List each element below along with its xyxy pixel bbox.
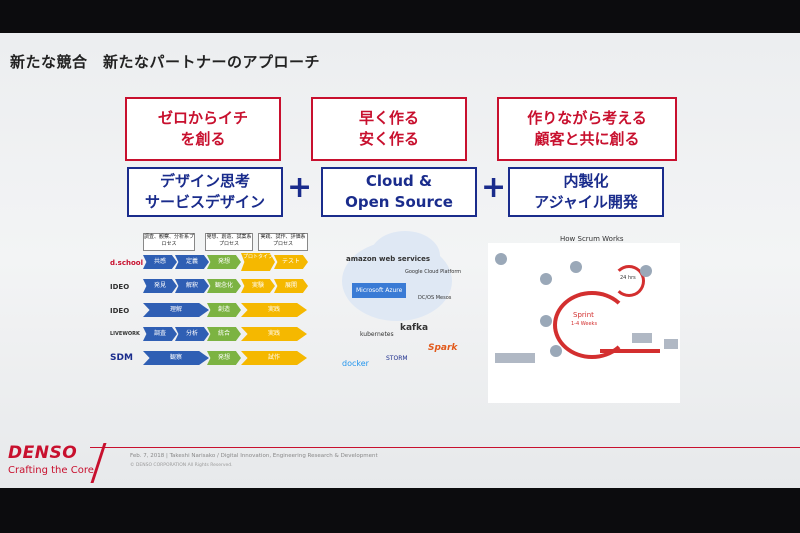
cell: 実験: [241, 279, 275, 293]
daily-cycle-icon: [613, 265, 645, 297]
footer-copyright: © DENSO CORPORATION All Rights Reserved.: [130, 463, 233, 468]
plus-sign-1: +: [287, 170, 313, 205]
blue-box-1-line2: サービスデザイン: [144, 193, 265, 211]
blue-box-design-thinking: デザイン思考 サービスデザイン: [127, 167, 283, 217]
cell: 試作: [241, 351, 307, 365]
process-header-1: 調査、観察、分析系プロセス: [143, 233, 195, 251]
person-icon: [540, 273, 552, 285]
row-logo-ideo-1: IDEO: [110, 283, 130, 291]
red-box-2-line1: 早く作る: [358, 109, 419, 127]
arrow-icon: [600, 349, 660, 353]
person-icon: [570, 261, 582, 273]
blue-box-3-line2: アジャイル開発: [534, 193, 638, 211]
cell: 観察: [143, 351, 209, 365]
scrum-title: How Scrum Works: [560, 235, 624, 243]
cell: 調査: [143, 327, 177, 341]
cell: 発想: [207, 255, 241, 269]
cell: 実践: [241, 327, 307, 341]
red-box-fast-cheap: 早く作る 安く作る: [311, 97, 467, 161]
backlog-icon: [495, 353, 535, 363]
person-icon: [550, 345, 562, 357]
footer-line: [90, 447, 800, 448]
cell: 展開: [274, 279, 308, 293]
cell: 理解: [143, 303, 209, 317]
blue-box-1-line1: デザイン思考: [159, 172, 250, 190]
kafka-logo: kafka: [400, 323, 429, 333]
increment-icon: [664, 339, 678, 349]
process-header-3: 実践、試作、評価系プロセス: [258, 233, 308, 251]
blue-box-2-line2: Open Source: [345, 193, 453, 211]
blue-box-3-line1: 内製化: [563, 172, 609, 190]
row-logo-dschool: d.school: [110, 259, 143, 267]
red-box-cocreate: 作りながら考える 顧客と共に創る: [497, 97, 677, 161]
row-logo-livework: LIVEWORK: [110, 331, 140, 337]
blue-box-2-line1: Cloud &: [365, 172, 433, 190]
red-box-3-line1: 作りながら考える: [527, 109, 647, 127]
cell: 創造: [207, 303, 241, 317]
red-box-zero-to-one: ゼロからイチ を創る: [125, 97, 281, 161]
cell: 定義: [175, 255, 209, 269]
storm-logo: STORM: [386, 355, 408, 362]
azure-logo: Microsoft Azure: [352, 283, 407, 298]
aws-logo: amazon web services: [346, 255, 431, 263]
row-logo-sdm: SDM: [110, 353, 133, 363]
row-logo-ideo-2: IDEO: [110, 307, 130, 315]
cell: 分析: [175, 327, 209, 341]
person-icon: [495, 253, 507, 265]
red-box-2-line2: 安く作る: [358, 130, 419, 148]
blue-box-cloud: Cloud & Open Source: [321, 167, 477, 217]
spark-logo: Spark: [428, 343, 458, 353]
kubernetes-logo: kubernetes: [360, 331, 394, 338]
docker-logo: docker: [342, 359, 369, 368]
process-header-2: 発想、創造、試案系プロセス: [205, 233, 253, 251]
presentation-slide: 新たな競合 新たなパートナーのアプローチ ゼロからイチ を創る 早く作る 安く作…: [0, 33, 800, 488]
footer-text: Feb. 7, 2018 | Takeshi Narisako / Digita…: [130, 453, 378, 459]
mesos-logo: DC/OS Mesos: [418, 295, 452, 301]
gcp-logo: Google Cloud Platform: [405, 269, 462, 275]
blue-box-agile: 内製化 アジャイル開発: [508, 167, 664, 217]
cell: 観念化: [207, 279, 241, 293]
person-icon: [640, 265, 652, 277]
cell: 統合: [207, 327, 241, 341]
cell: プロトタイプ: [241, 253, 275, 271]
brand-logo: DENSO: [8, 443, 78, 463]
increment-icon: [632, 333, 652, 343]
red-box-1-line1: ゼロからイチ: [157, 109, 248, 127]
cloud-shape: [370, 231, 440, 281]
cell: 実践: [241, 303, 307, 317]
red-box-1-line2: を創る: [180, 130, 226, 148]
footer-slash: [90, 443, 107, 483]
sprint-duration: 1-4 Weeks: [571, 321, 598, 327]
cell: テスト: [274, 255, 308, 269]
brand-tagline: Crafting the Core: [8, 465, 94, 476]
sprint-cycle-icon: [553, 291, 631, 359]
sprint-label: Sprint: [573, 311, 594, 319]
daily-label: 24 hrs: [620, 275, 636, 281]
cell: 共感: [143, 255, 177, 269]
cell: 発想: [207, 351, 241, 365]
slide-title: 新たな競合 新たなパートナーのアプローチ: [10, 53, 321, 71]
plus-sign-2: +: [481, 170, 507, 205]
red-box-3-line2: 顧客と共に創る: [534, 130, 640, 148]
person-icon: [540, 315, 552, 327]
cell: 解釈: [175, 279, 209, 293]
cell: 発見: [143, 279, 177, 293]
